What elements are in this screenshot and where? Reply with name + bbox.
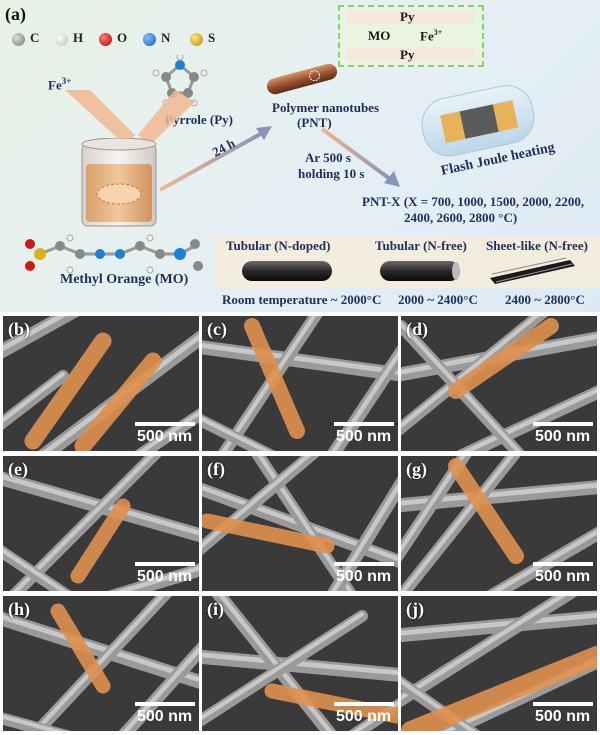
scale-bar bbox=[533, 562, 593, 566]
highlighted-nanotube bbox=[244, 318, 305, 439]
scale-bar-label: 500 nm bbox=[137, 568, 193, 585]
layer-mo: MO bbox=[368, 28, 391, 43]
nitrogen-atom-icon bbox=[143, 33, 156, 46]
product1-title: Tubular (N-doped) bbox=[226, 238, 331, 253]
oxygen-atom-icon bbox=[99, 33, 112, 46]
ar-line2: holding 10 s bbox=[298, 166, 365, 181]
scale-bar-label: 500 nm bbox=[535, 708, 591, 725]
sem-panel-c: (c) 500 nm bbox=[202, 316, 398, 451]
product2-title: Tubular (N-free) bbox=[375, 238, 467, 253]
layer-py-bottom: Py bbox=[400, 47, 415, 62]
n-doped-tube-icon bbox=[242, 261, 332, 281]
sem-panel-f: (f) 500 nm bbox=[202, 456, 398, 591]
polymer-nanotube-icon bbox=[266, 63, 338, 95]
sulfur-atom-icon bbox=[190, 33, 203, 46]
highlighted-nanotube bbox=[50, 603, 111, 694]
hydrogen-atom-icon bbox=[55, 33, 68, 46]
heating-arrow bbox=[320, 127, 400, 187]
scale-bar bbox=[334, 702, 394, 706]
pyrrole-label: Pyrrole (Py) bbox=[165, 112, 233, 127]
sem-panel-label: (b) bbox=[8, 319, 30, 339]
carbon-atom-icon bbox=[12, 33, 25, 46]
scale-bar-label: 500 nm bbox=[336, 568, 392, 585]
scale-bar-label: 500 nm bbox=[137, 708, 193, 725]
sem-panel-label: (j) bbox=[406, 599, 424, 619]
sem-image bbox=[202, 316, 398, 451]
atom-label-c: C bbox=[30, 30, 40, 45]
sem-image bbox=[401, 456, 597, 591]
sem-image bbox=[3, 316, 199, 451]
sem-image bbox=[401, 596, 597, 731]
reaction-arrow bbox=[160, 126, 272, 192]
product-tubes bbox=[242, 257, 575, 284]
reagent-arrows bbox=[65, 90, 195, 145]
product2-range: 2000 ~ 2400°C bbox=[398, 292, 478, 307]
sem-panel-e: (e) 500 nm bbox=[3, 456, 199, 591]
product3-range: 2400 ~ 2800°C bbox=[505, 292, 585, 307]
scale-bar bbox=[334, 562, 394, 566]
sem-panel-b: (b) 500 nm bbox=[3, 316, 199, 451]
flash-joule-device-icon bbox=[421, 85, 535, 157]
sem-panel-g: (g) 500 nm bbox=[401, 456, 597, 591]
methyl-orange-molecule-icon bbox=[25, 234, 203, 274]
pntx-line1: PNT-X (X = 700, 1000, 1500, 2000, 2200, bbox=[362, 194, 585, 209]
highlighted-nanotube bbox=[74, 352, 162, 451]
n-free-tube-icon bbox=[380, 261, 460, 281]
highlighted-nanotube bbox=[401, 646, 597, 731]
pnt-label-line1: Polymer nanotubes bbox=[272, 100, 380, 115]
scale-bar-label: 500 nm bbox=[535, 428, 591, 445]
scale-bar bbox=[135, 702, 195, 706]
product3-title: Sheet-like (N-free) bbox=[486, 238, 588, 253]
sem-image bbox=[202, 596, 398, 731]
sem-panel-label: (g) bbox=[406, 459, 427, 479]
scale-bar-label: 500 nm bbox=[137, 428, 193, 445]
atom-label-h: H bbox=[73, 30, 84, 45]
sem-panel-label: (d) bbox=[406, 319, 428, 339]
highlighted-nanotube bbox=[448, 458, 524, 564]
sem-panel-d: (d) 500 nm bbox=[401, 316, 597, 451]
atom-label-s: S bbox=[208, 30, 216, 45]
sem-panel-h: (h) 500 nm bbox=[3, 596, 199, 731]
scale-bar-label: 500 nm bbox=[336, 428, 392, 445]
pnt-label-line2: (PNT) bbox=[297, 115, 332, 130]
sem-panel-label: (i) bbox=[207, 599, 224, 619]
sheet-like-icon bbox=[490, 257, 575, 284]
highlighted-nanotube bbox=[202, 513, 335, 554]
panel-label-a: (a) bbox=[5, 4, 26, 24]
sem-panel-label: (e) bbox=[8, 459, 28, 479]
product1-range: Room temperature ~ 2000°C bbox=[222, 292, 382, 307]
scale-bar bbox=[533, 702, 593, 706]
fe-ion-label: Fe3+ bbox=[48, 76, 72, 93]
scale-bar-label: 500 nm bbox=[336, 708, 392, 725]
scale-bar bbox=[135, 562, 195, 566]
sem-panel-label: (c) bbox=[207, 319, 227, 339]
sem-image bbox=[401, 316, 597, 451]
layer-structure-box: Py MO Fe3+ Py bbox=[338, 5, 484, 67]
scale-bar bbox=[135, 422, 195, 426]
sem-image bbox=[202, 456, 398, 591]
highlighted-nanotube bbox=[70, 498, 131, 584]
sem-panel-j: (j) 500 nm bbox=[401, 596, 597, 731]
scale-bar bbox=[334, 422, 394, 426]
layer-fe: Fe3+ bbox=[420, 28, 443, 44]
atom-label-n: N bbox=[161, 30, 171, 45]
layer-py-top: Py bbox=[400, 9, 415, 24]
sem-panel-label: (h) bbox=[8, 599, 30, 619]
beaker-icon bbox=[81, 138, 157, 227]
highlighted-nanotube bbox=[448, 318, 559, 399]
scheme-panel-a: (a) C H O N S Fe3+ Pyrrole (Py) bbox=[0, 0, 600, 312]
scale-bar-label: 500 nm bbox=[535, 568, 591, 585]
scale-bar bbox=[533, 422, 593, 426]
sem-panel-i: (i) 500 nm bbox=[202, 596, 398, 731]
pntx-line2: 2400, 2600, 2800 °C) bbox=[404, 210, 518, 225]
methyl-orange-label: Methyl Orange (MO) bbox=[60, 272, 189, 287]
sem-image bbox=[3, 596, 199, 731]
highlighted-nanotube bbox=[24, 332, 112, 450]
sem-panel-label: (f) bbox=[207, 459, 225, 479]
sem-image bbox=[3, 456, 199, 591]
ar-line1: Ar 500 s bbox=[305, 150, 351, 165]
atom-label-o: O bbox=[117, 30, 128, 45]
